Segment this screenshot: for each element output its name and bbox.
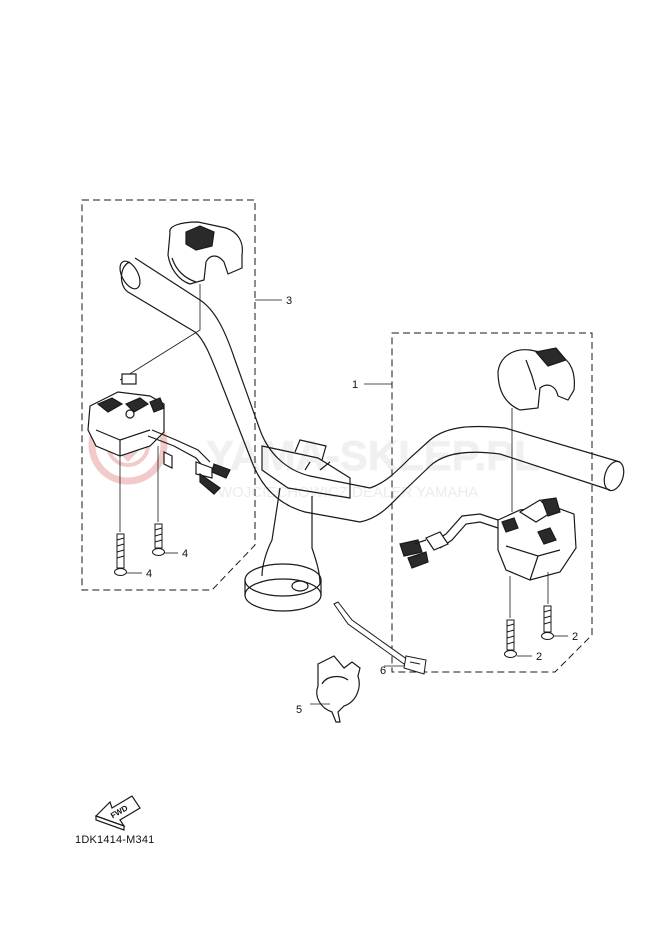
handlebar: [119, 257, 625, 612]
wire-clamp: [310, 655, 361, 723]
right-upper-cover: [497, 347, 575, 411]
callout-4-lower: 4: [146, 568, 152, 580]
callout-5: 5: [296, 704, 302, 716]
screw-4-long: [114, 533, 127, 576]
left-lower-switch: [87, 373, 231, 495]
callout-2-upper: 2: [572, 631, 578, 643]
watermark-subtitle: WOJCIECHOWICZ DEALER YAMAHA: [218, 484, 478, 501]
right-switch-group: [364, 332, 593, 673]
cable-tie: [333, 601, 427, 675]
callout-3: 3: [286, 295, 292, 307]
screw-2-short: [541, 605, 554, 640]
callout-labels: 1 2 2 3 4 4 5 6: [146, 295, 578, 716]
diagram-code: 1DK1414-M341: [75, 834, 155, 846]
left-upper-cover: [167, 221, 243, 285]
right-lower-switch: [399, 497, 577, 581]
callout-1: 1: [352, 379, 358, 391]
fwd-arrow-icon: FWD: [94, 795, 141, 831]
screw-4-short: [152, 523, 165, 556]
left-switch-group: [81, 199, 282, 591]
callout-4-upper: 4: [182, 548, 188, 560]
watermark-brand: YAMA-SKLEP.PL: [206, 432, 540, 479]
callout-2-lower: 2: [536, 651, 542, 663]
callout-6: 6: [380, 665, 386, 677]
watermark: YAMA-SKLEP.PL WOJCIECHOWICZ DEALER YAMAH…: [88, 405, 540, 501]
screw-2-long: [504, 619, 517, 658]
